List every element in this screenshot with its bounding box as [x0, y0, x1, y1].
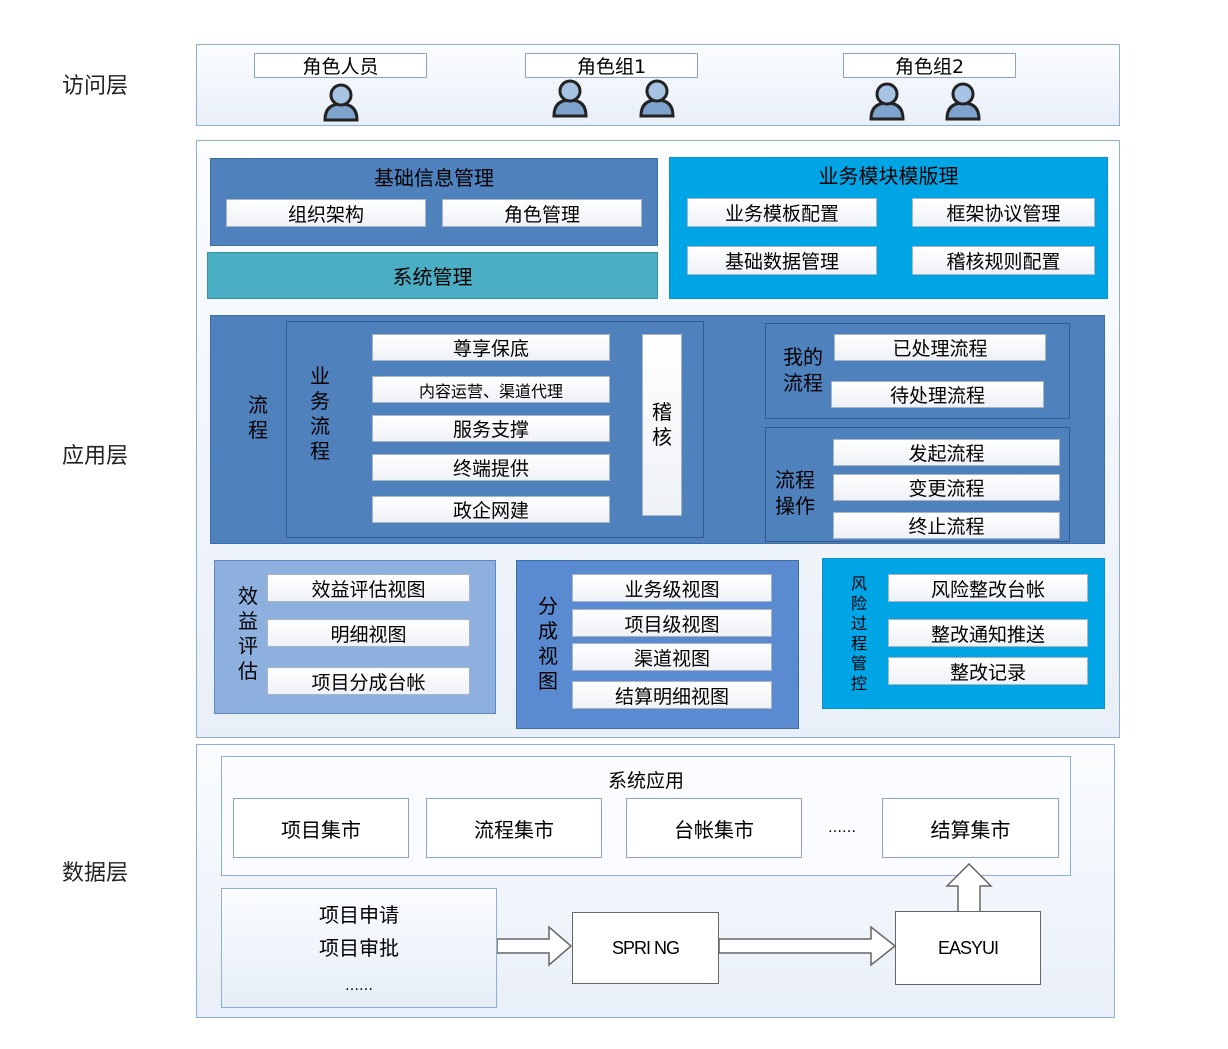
system-management-box: 系统管理: [207, 252, 658, 299]
process-ops-frame: [765, 427, 1070, 542]
processed-box: 已处理流程: [834, 334, 1046, 361]
application-layer-label: 应用层: [61, 444, 128, 469]
user-icon: [945, 82, 981, 121]
project-view-box: 项目级视图: [572, 609, 772, 637]
basic-data-box: 基础数据管理: [687, 246, 877, 275]
role-group-2-box: 角色组2: [843, 53, 1016, 78]
rectify-notice-box: 整改通知推送: [888, 619, 1088, 647]
business-item-box: 终端提供: [372, 454, 610, 481]
terminate-process-box: 终止流程: [833, 512, 1060, 539]
audit-label: 稽核: [652, 400, 672, 449]
source-item: 项目申请: [319, 902, 399, 927]
business-process-frame: [286, 321, 704, 538]
share-view-label: 分成视图: [538, 594, 558, 693]
business-process-label: 业务流程: [310, 364, 330, 463]
role-group-1-box: 角色组1: [525, 53, 698, 78]
up-arrow-icon: [945, 862, 993, 913]
org-structure-box: 组织架构: [226, 199, 426, 227]
spring-box: SPRI NG: [572, 912, 719, 984]
process-ops-label: 流程操作: [775, 468, 815, 518]
role-management-box: 角色管理: [442, 199, 642, 227]
business-template-title: 业务模块模版理: [818, 163, 959, 188]
settlement-mart-box: 结算集市: [882, 798, 1059, 858]
process-mart-box: 流程集市: [426, 798, 602, 858]
source-data-box: [221, 888, 497, 1008]
business-item-box: 内容运营、渠道代理: [372, 376, 610, 403]
risk-label: 风险过程管控: [850, 574, 867, 693]
system-app-title: 系统应用: [607, 769, 684, 792]
right-arrow-icon: [719, 925, 897, 967]
role-personnel-box: 角色人员: [254, 53, 427, 78]
user-icon: [869, 82, 905, 121]
business-item-box: 尊享保底: [372, 334, 610, 361]
easyui-box: EASYUI: [895, 911, 1041, 985]
project-share-ledger-box: 项目分成台帐: [267, 667, 470, 695]
detail-view-box: 明细视图: [267, 619, 470, 647]
user-icon: [552, 79, 588, 118]
channel-view-box: 渠道视图: [572, 643, 772, 671]
start-process-box: 发起流程: [833, 439, 1060, 466]
framework-agreement-box: 框架协议管理: [912, 198, 1095, 227]
business-template-panel: [669, 157, 1108, 299]
benefit-view-box: 效益评估视图: [267, 574, 470, 602]
pending-box: 待处理流程: [831, 381, 1044, 408]
source-item: 项目审批: [319, 935, 399, 960]
business-view-box: 业务级视图: [572, 574, 772, 602]
settlement-detail-box: 结算明细视图: [572, 681, 772, 709]
change-process-box: 变更流程: [833, 474, 1060, 501]
ledger-mart-box: 台帐集市: [626, 798, 802, 858]
audit-rule-box: 稽核规则配置: [912, 246, 1095, 275]
mart-ellipsis: ……: [828, 820, 856, 836]
process-label: 流程: [248, 393, 268, 442]
template-config-box: 业务模板配置: [687, 198, 877, 227]
my-process-frame: [765, 323, 1070, 419]
risk-ledger-box: 风险整改台帐: [888, 574, 1088, 602]
access-layer-label: 访问层: [61, 74, 128, 99]
source-item: ……: [345, 978, 373, 994]
user-icon: [639, 79, 675, 118]
rectify-record-box: 整改记录: [888, 657, 1088, 685]
data-layer-label: 数据层: [61, 861, 128, 886]
project-mart-box: 项目集市: [233, 798, 409, 858]
benefit-label: 效益评估: [238, 584, 258, 683]
audit-box: 稽核: [642, 334, 682, 516]
basic-info-title: 基础信息管理: [374, 165, 494, 190]
business-item-box: 服务支撑: [372, 415, 610, 442]
user-icon: [323, 83, 359, 122]
right-arrow-icon: [497, 925, 573, 967]
my-process-label: 我的流程: [783, 345, 823, 395]
business-item-box: 政企网建: [372, 496, 610, 523]
